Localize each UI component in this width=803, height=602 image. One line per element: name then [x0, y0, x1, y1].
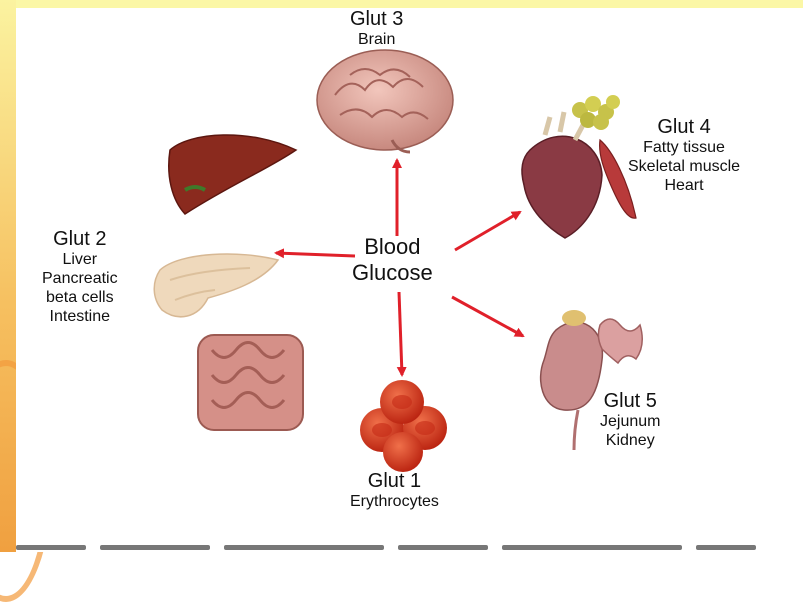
kidney-image [541, 310, 603, 450]
intestine-image [198, 335, 303, 430]
blood-glucose-label: Blood Glucose [352, 234, 433, 286]
cropped-caption-text [16, 536, 803, 552]
liver-image [169, 135, 296, 214]
glut1-label: Glut 1 Erythrocytes [350, 470, 439, 511]
glut1-title: Glut 1 [350, 470, 439, 492]
glut3-label: Glut 3 Brain [350, 8, 403, 49]
glucose-label: Glucose [352, 260, 433, 286]
glut1-erythrocytes: Erythrocytes [350, 492, 439, 511]
arrow-to-glut1 [399, 292, 402, 375]
arrow-to-glut2 [276, 253, 355, 256]
glut2-title: Glut 2 [42, 228, 118, 250]
glut4-fatty-tissue: Fatty tissue [628, 138, 740, 157]
glut5-label: Glut 5 Jejunum Kidney [600, 390, 660, 450]
heart-image [522, 112, 602, 238]
glut4-skeletal-muscle: Skeletal muscle [628, 157, 740, 176]
arrow-to-glut5 [452, 297, 523, 336]
fat-tissue-image [572, 95, 620, 130]
arrow-to-glut4 [455, 212, 520, 250]
glut5-jejunum: Jejunum [600, 412, 660, 431]
glut2-beta-cells: beta cells [42, 288, 118, 307]
glut4-label: Glut 4 Fatty tissue Skeletal muscle Hear… [628, 116, 740, 195]
glut2-intestine: Intestine [42, 307, 118, 326]
blood-label: Blood [352, 234, 433, 260]
glut4-heart: Heart [628, 176, 740, 195]
glut3-brain: Brain [350, 30, 403, 49]
glut2-label: Glut 2 Liver Pancreatic beta cells Intes… [42, 228, 118, 326]
glut5-kidney: Kidney [600, 431, 660, 450]
erythrocytes-image [360, 380, 447, 472]
brain-image [317, 50, 453, 152]
glut2-pancreatic: Pancreatic [42, 269, 118, 288]
glut4-title: Glut 4 [628, 116, 740, 138]
jejunum-image [598, 319, 642, 363]
pancreas-image [154, 254, 278, 317]
glut2-liver: Liver [42, 250, 118, 269]
glut5-title: Glut 5 [600, 390, 660, 412]
glut3-title: Glut 3 [350, 8, 403, 30]
